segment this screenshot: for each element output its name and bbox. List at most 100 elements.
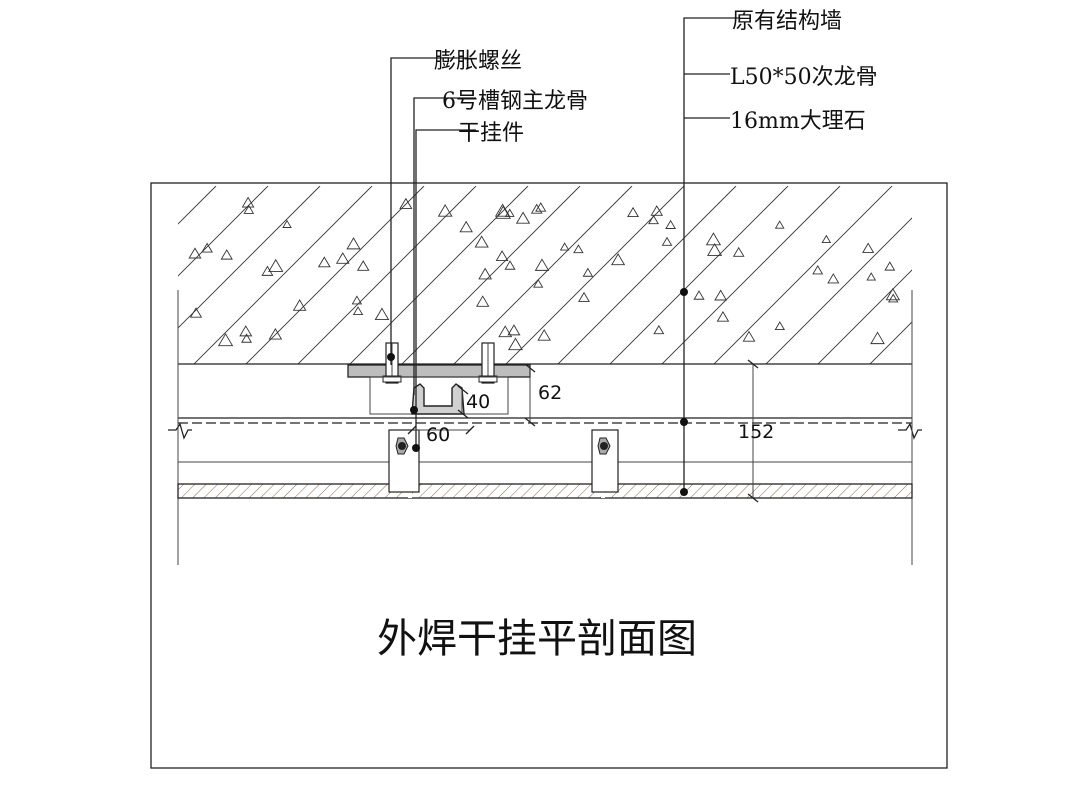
wall-aggregate-mark	[573, 244, 584, 254]
channel-steel	[411, 383, 465, 415]
wall-hatch-line	[349, 186, 529, 364]
leader-dot-marble	[680, 488, 688, 496]
dimension-60	[407, 425, 475, 435]
dimension-62-text: 62	[538, 382, 562, 404]
wall-hatch-line	[193, 186, 373, 364]
wall-hatch-line	[245, 186, 425, 364]
wall-aggregate-mark	[535, 202, 547, 212]
wall-aggregate-mark	[352, 306, 364, 315]
leader-dot-bolt	[387, 353, 395, 361]
wall-aggregate-mark	[534, 258, 550, 271]
wall-aggregate-mark	[268, 327, 283, 340]
leader-dot-channel	[410, 406, 418, 414]
wall-aggregate-mark	[220, 249, 233, 260]
wall-aggregate-mark	[707, 242, 723, 256]
wall-aggregate-mark	[627, 206, 640, 218]
leader-lines-left	[390, 57, 476, 448]
wall-aggregate-mark	[292, 299, 307, 311]
wall-aggregate-mark	[530, 203, 543, 214]
leader-dot-keel	[680, 418, 688, 426]
wall-aggregate-mark	[495, 205, 511, 219]
wall-aggregate-mark	[188, 247, 202, 259]
wall-hatch-line	[765, 217, 912, 364]
dimension-60-text: 60	[426, 424, 450, 446]
wall-aggregate-mark	[346, 237, 361, 250]
wall-hatch-line	[401, 186, 581, 364]
wall-aggregate-mark	[884, 261, 896, 271]
wall-aggregate-mark	[732, 246, 745, 257]
wall-aggregate-mark	[494, 203, 511, 217]
wall-hatch-line	[713, 186, 893, 364]
wall-aggregate-mark	[774, 220, 785, 229]
label-marble: 16mm大理石	[730, 109, 866, 134]
dry-hanger-right	[591, 429, 619, 493]
wall-hatch-line	[817, 269, 912, 364]
leader-lines-right	[683, 17, 740, 492]
wall-aggregate-mark	[648, 214, 659, 225]
wall-aggregate-mark	[714, 289, 728, 301]
wall-aggregate-mark	[866, 272, 877, 281]
wall-aggregate-mark	[887, 293, 899, 303]
wall-aggregate-mark	[537, 329, 551, 341]
wall-hatch-line	[0, 186, 164, 376]
wall-hatch-line	[178, 186, 269, 277]
dimension-40	[457, 385, 469, 419]
dry-hanger-left	[388, 429, 420, 493]
wall-aggregate-mark	[693, 290, 705, 300]
wall-aggregate-mark	[239, 325, 253, 337]
wall-aggregate-mark	[508, 337, 523, 351]
steel-plate	[347, 364, 531, 378]
wall-hatch-line	[609, 186, 789, 364]
dimension-62	[524, 363, 536, 427]
wall-aggregate-mark	[475, 295, 490, 307]
wall-aggregate-mark	[661, 236, 673, 246]
dimension-152-text: 152	[738, 421, 774, 443]
wall-aggregate-mark	[399, 197, 413, 209]
wall-hatch-line	[297, 186, 477, 364]
wall-aggregate-mark	[351, 295, 363, 305]
wall-aggregate-mark	[459, 220, 473, 233]
wall-aggregate-mark	[201, 242, 213, 253]
wall-aggregate-mark	[243, 204, 255, 214]
wall-aggregate-mark	[870, 331, 885, 345]
wall-aggregate-mark	[498, 325, 513, 338]
wall-hatch-line	[505, 186, 685, 364]
drawing-title: 外焊干挂平剖面图	[377, 616, 697, 662]
wall-aggregate-mark	[665, 219, 676, 229]
wall-hatch-line	[178, 186, 321, 329]
wall-aggregate-mark	[742, 330, 756, 342]
wall-hatch-line	[178, 186, 217, 225]
label-angle-keel: L50*50次龙骨	[730, 65, 878, 90]
wall-aggregate-mark	[862, 242, 875, 253]
wall-aggregate-mark	[241, 333, 253, 343]
wall-aggregate-mark	[478, 267, 493, 280]
wall-aggregate-mark	[650, 205, 664, 216]
wall-aggregate-mark	[374, 307, 390, 321]
wall-aggregate-mark	[335, 252, 350, 264]
label-dry-hanger: 干挂件	[458, 121, 524, 146]
label-expansion-bolt: 膨胀螺丝	[434, 49, 522, 74]
wall-aggregate-mark	[437, 204, 453, 217]
wall-aggregate-mark	[282, 219, 292, 228]
wall-hatch-line	[869, 321, 912, 364]
label-structural-wall: 原有结构墙	[732, 9, 842, 34]
wall-aggregate-mark	[821, 234, 832, 243]
wall-hatch-line	[661, 186, 841, 364]
wall-aggregate-mark	[885, 287, 901, 301]
wall-aggregate-mark	[533, 278, 544, 288]
wall-aggregate-mark	[189, 307, 203, 318]
expansion-bolt-left	[382, 342, 402, 384]
leader-dot-hanger	[412, 444, 420, 452]
wall-hatch-line	[557, 186, 737, 364]
wall-aggregate-mark	[582, 267, 594, 277]
dimension-152	[747, 359, 759, 503]
wall-aggregate-mark	[515, 211, 531, 224]
drawing-frame	[150, 182, 948, 769]
label-channel-steel: 6号槽钢主龙骨	[442, 89, 588, 114]
wall-aggregate-mark	[268, 258, 284, 272]
wall-aggregate-mark	[507, 324, 521, 336]
wall-aggregate-mark	[812, 265, 824, 275]
wall-hatch-line	[0, 186, 112, 376]
wall-aggregate-mark	[317, 256, 331, 268]
